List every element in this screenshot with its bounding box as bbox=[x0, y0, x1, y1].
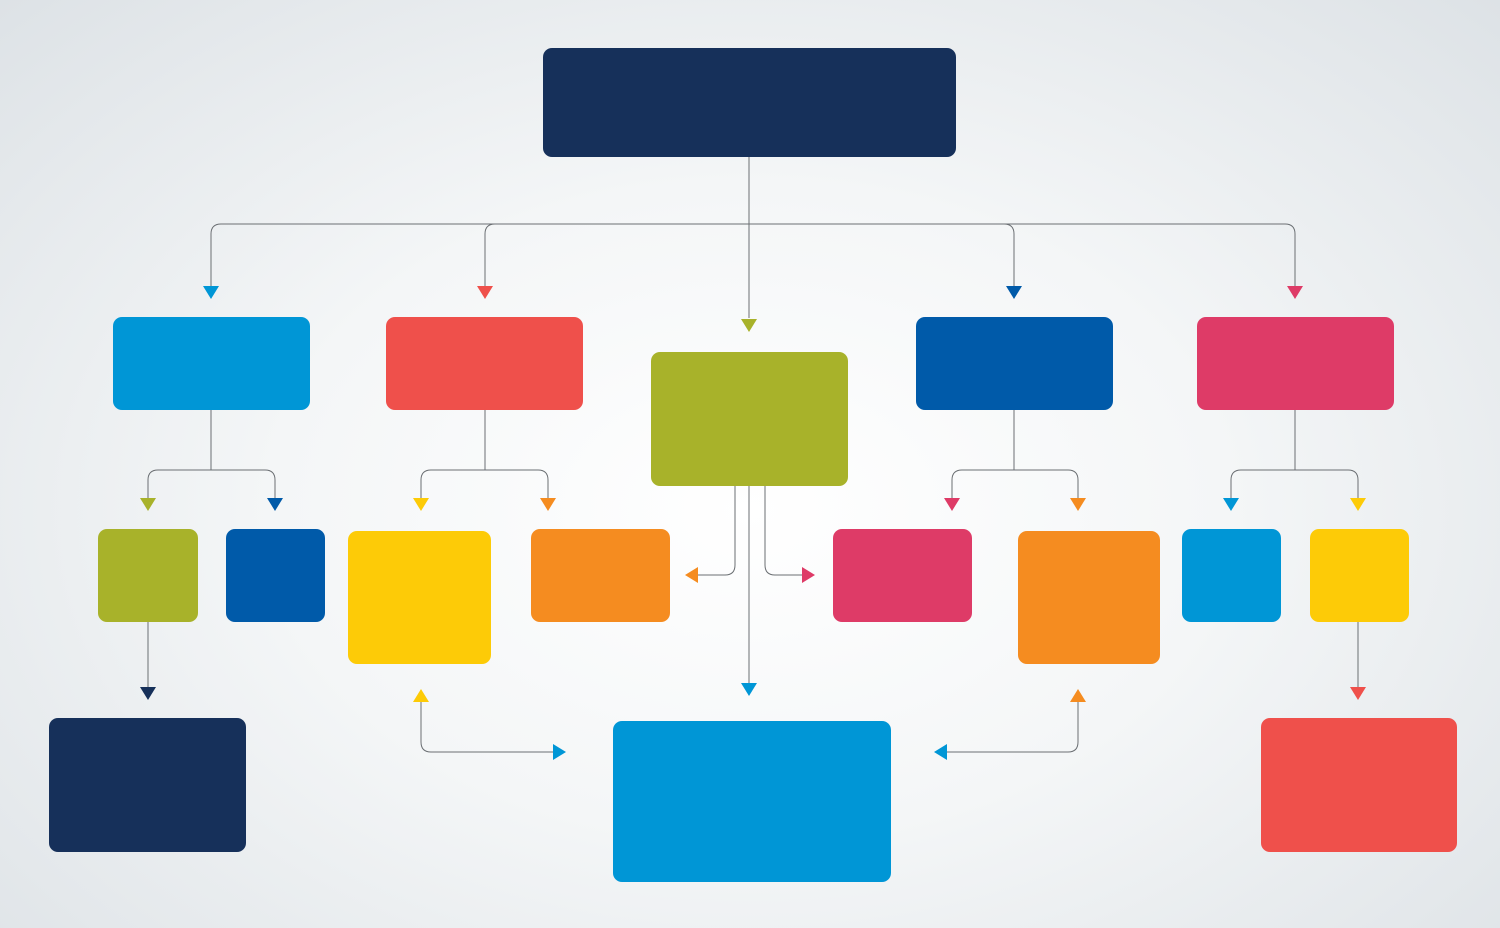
connector-line bbox=[420, 702, 553, 753]
connector-line bbox=[147, 410, 276, 498]
connector-line bbox=[764, 486, 803, 576]
level1-box-red bbox=[386, 317, 583, 410]
connector-line bbox=[210, 223, 1296, 286]
level2-box-orange bbox=[531, 529, 670, 622]
level1-box-pink bbox=[1197, 317, 1394, 410]
level3-box-navy bbox=[49, 718, 246, 852]
arrowhead-icon bbox=[267, 498, 283, 511]
connector-line bbox=[951, 410, 1079, 498]
level2-box-pink bbox=[833, 529, 972, 622]
arrowhead-icon bbox=[934, 744, 947, 760]
connector-line bbox=[697, 486, 736, 576]
arrowhead-icon bbox=[944, 498, 960, 511]
level2-box-yellow-large bbox=[348, 531, 491, 664]
level2-box-green bbox=[98, 529, 198, 622]
arrowhead-icon bbox=[741, 683, 757, 696]
connector-line bbox=[1230, 410, 1359, 498]
arrowhead-icon bbox=[413, 689, 429, 702]
arrowhead-icon bbox=[802, 567, 815, 583]
arrowhead-icon bbox=[1350, 687, 1366, 700]
arrowhead-icon bbox=[1350, 498, 1366, 511]
connector-line bbox=[420, 410, 549, 498]
arrowhead-icon bbox=[1070, 689, 1086, 702]
level2-box-royal-blue bbox=[226, 529, 325, 622]
arrowhead-icon bbox=[140, 687, 156, 700]
level1-box-royal-blue bbox=[916, 317, 1113, 410]
arrowhead-icon bbox=[203, 286, 219, 299]
arrowhead-icon bbox=[477, 286, 493, 299]
arrowhead-icon bbox=[1006, 286, 1022, 299]
arrowhead-icon bbox=[1070, 498, 1086, 511]
arrowhead-icon bbox=[1223, 498, 1239, 511]
level2-box-orange-large bbox=[1018, 531, 1160, 664]
level1-box-blue bbox=[113, 317, 310, 410]
arrowhead-icon bbox=[1287, 286, 1303, 299]
arrowhead-icon bbox=[685, 567, 698, 583]
arrowhead-icon bbox=[140, 498, 156, 511]
arrowhead-icon bbox=[413, 498, 429, 511]
arrowhead-icon bbox=[553, 744, 566, 760]
arrowhead-icon bbox=[741, 319, 757, 332]
root-box bbox=[543, 48, 956, 157]
level2-box-yellow bbox=[1310, 529, 1409, 622]
level2-box-blue bbox=[1182, 529, 1281, 622]
level3-box-red bbox=[1261, 718, 1457, 852]
arrowhead-icon bbox=[540, 498, 556, 511]
level1-box-green-center bbox=[651, 352, 848, 486]
connector-line bbox=[947, 702, 1079, 753]
bottom-center-box bbox=[613, 721, 891, 882]
